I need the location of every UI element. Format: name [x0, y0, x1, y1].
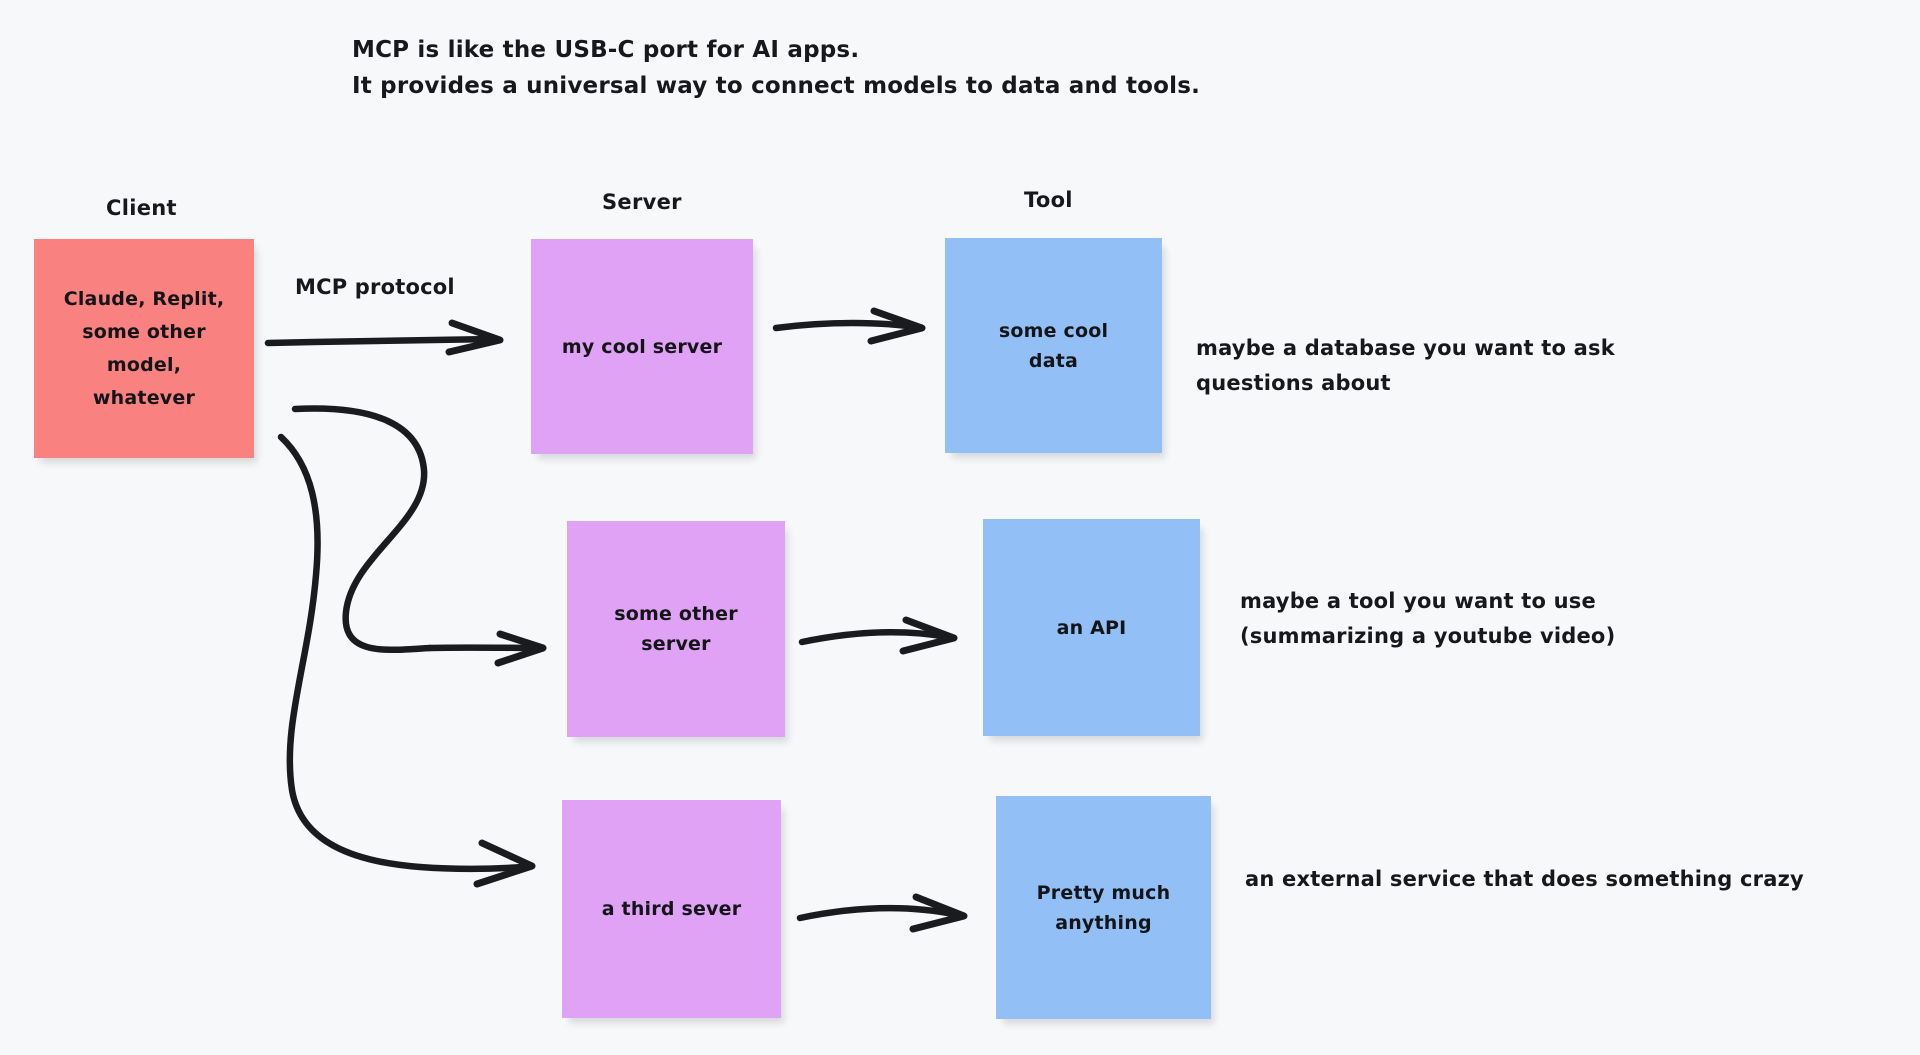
- node-client-label: Claude, Replit, some other model, whatev…: [63, 287, 225, 409]
- arrow-server-3-to-tool-3: [796, 893, 968, 933]
- node-server-3-label: a third sever: [601, 898, 742, 920]
- node-tool-1-label: some cool data: [998, 319, 1109, 372]
- caption-line-1: MCP is like the USB-C port for AI apps.: [352, 37, 860, 63]
- arrow-client-to-server-1: [264, 319, 504, 356]
- caption-line-2: It provides a universal way to connect m…: [352, 73, 1201, 99]
- arrow-server-1-to-tool-1: [772, 307, 926, 345]
- node-server-2[interactable]: some other server: [567, 521, 785, 737]
- node-tool-1[interactable]: some cool data: [945, 238, 1162, 453]
- column-header-tool: Tool: [1024, 188, 1073, 212]
- node-server-3[interactable]: a third sever: [562, 800, 781, 1018]
- node-server-2-label: some other server: [614, 603, 738, 655]
- node-tool-2[interactable]: an API: [983, 519, 1200, 736]
- edge-label-mcp-protocol: MCP protocol: [295, 275, 455, 299]
- node-server-1-label: my cool server: [561, 335, 723, 358]
- annotation-tool-3: an external service that does something …: [1245, 867, 1804, 891]
- column-header-client: Client: [106, 196, 177, 220]
- arrow-client-to-server-2: [291, 405, 547, 667]
- diagram-caption: MCP is like the USB-C port for AI apps. …: [352, 32, 1352, 104]
- node-tool-3[interactable]: Pretty much anything: [996, 796, 1211, 1019]
- column-header-server: Server: [602, 190, 682, 214]
- node-tool-2-label: an API: [1056, 616, 1127, 639]
- arrow-server-2-to-tool-2: [798, 616, 958, 655]
- annotation-tool-1: maybe a database you want to ask questio…: [1196, 336, 1615, 395]
- node-client[interactable]: Claude, Replit, some other model, whatev…: [34, 239, 254, 458]
- arrow-client-to-server-3: [277, 433, 536, 888]
- annotation-tool-2: maybe a tool you want to use (summarizin…: [1240, 589, 1616, 648]
- node-server-1[interactable]: my cool server: [531, 239, 753, 454]
- node-tool-3-label: Pretty much anything: [1036, 881, 1171, 934]
